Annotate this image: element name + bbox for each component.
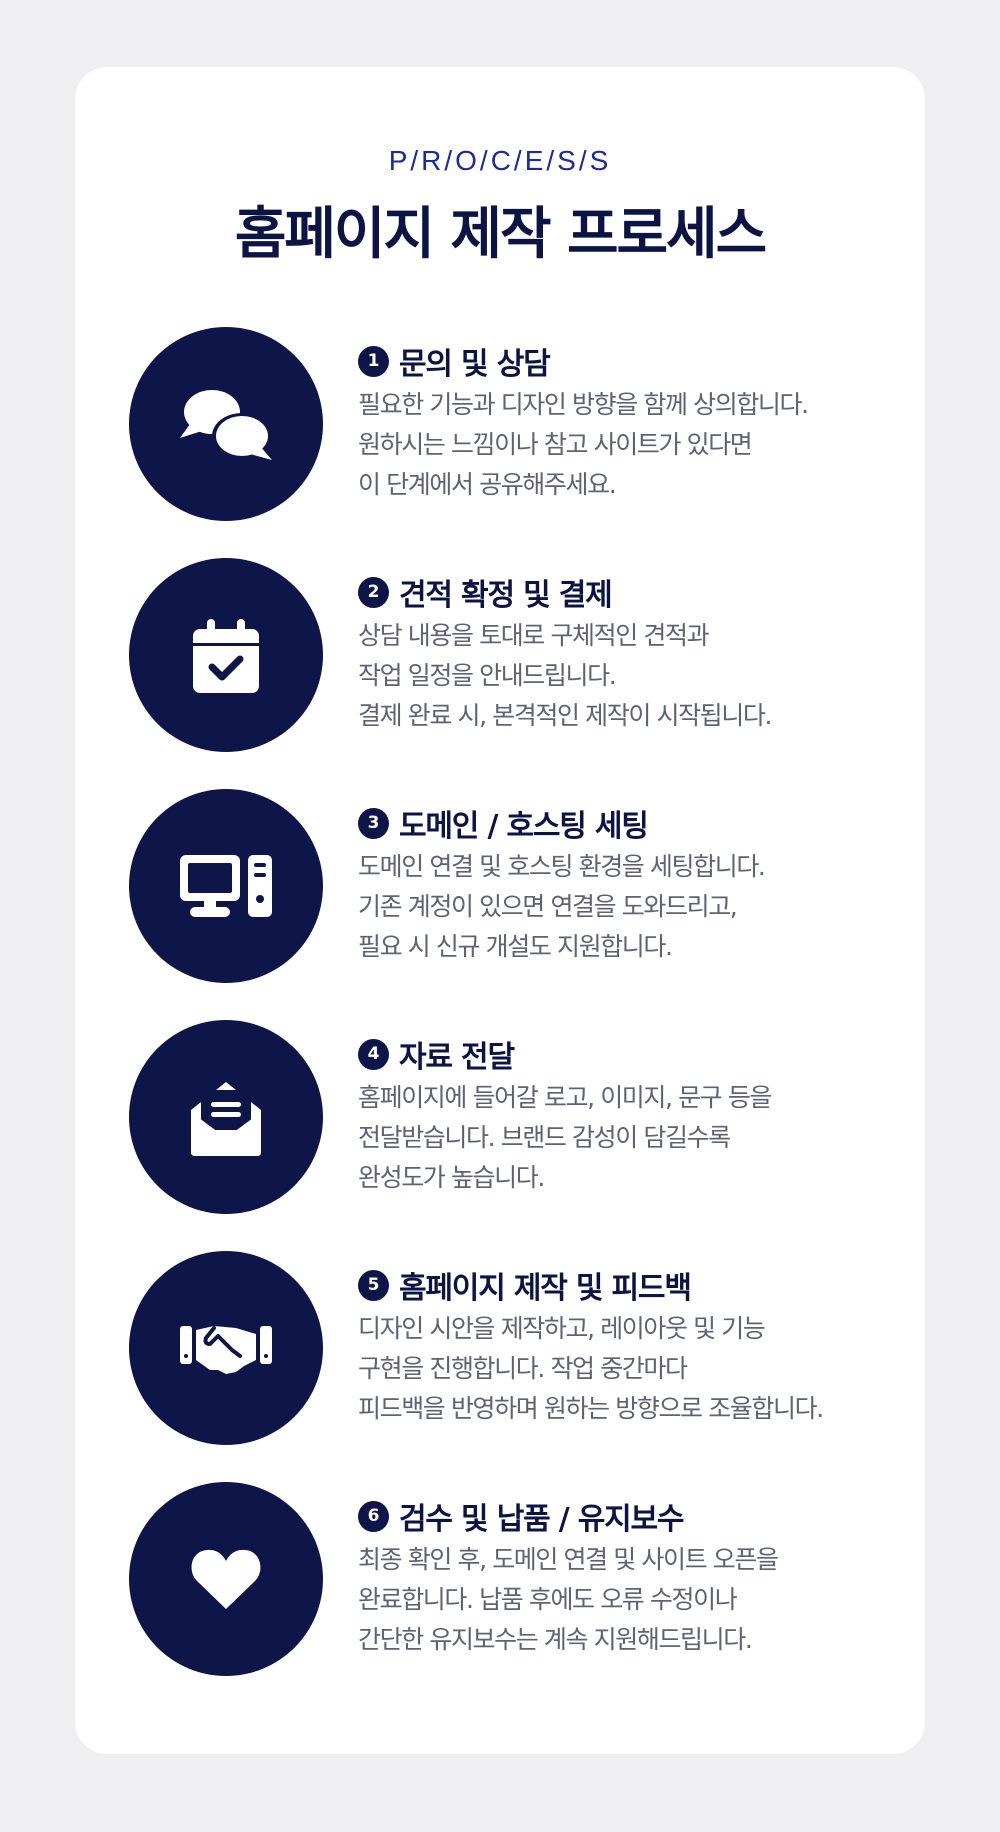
envelope-open-text-icon <box>191 1082 261 1156</box>
description-line: 작업 일정을 안내드립니다. <box>358 661 617 690</box>
description-line: 필요 시 신규 개설도 지원합니다. <box>358 932 673 961</box>
description-line: 완성도가 높습니다. <box>358 1163 545 1192</box>
calendar-check-icon <box>193 619 259 693</box>
process-step-6: 6 검수 및 납품 / 유지보수 최종 확인 후, 도메인 연결 및 사이트 오… <box>129 1482 889 1678</box>
step-description: 상담 내용을 토대로 구체적인 견적과 작업 일정을 안내드립니다. 결제 완료… <box>358 616 918 736</box>
step-number-badge: 3 <box>358 807 389 839</box>
step-text: 3 도메인 / 호스팅 세팅 도메인 연결 및 호스팅 환경을 세팅합니다. 기… <box>358 801 918 967</box>
chat-bubbles-icon <box>180 390 272 460</box>
step-description: 디자인 시안을 제작하고, 레이아웃 및 기능 구현을 진행합니다. 작업 중간… <box>358 1309 918 1429</box>
step-description: 최종 확인 후, 도메인 연결 및 사이트 오픈을 완료합니다. 납품 후에도 … <box>358 1540 918 1660</box>
step-title: 문의 및 상담 <box>399 347 551 382</box>
step-text: 1 문의 및 상담 필요한 기능과 디자인 방향을 함께 상의합니다. 원하시는… <box>358 339 918 505</box>
step-number-badge: 4 <box>358 1038 389 1070</box>
step-icon-circle <box>129 1020 323 1214</box>
description-line: 홈페이지에 들어갈 로고, 이미지, 문구 등을 <box>358 1083 772 1112</box>
step-text: 4 자료 전달 홈페이지에 들어갈 로고, 이미지, 문구 등을 전달받습니다.… <box>358 1032 918 1198</box>
step-icon-circle <box>129 327 323 521</box>
description-line: 이 단계에서 공유해주세요. <box>358 470 617 499</box>
step-description: 필요한 기능과 디자인 방향을 함께 상의합니다. 원하시는 느낌이나 참고 사… <box>358 385 918 505</box>
heart-icon <box>191 1549 261 1609</box>
step-heading: 6 검수 및 납품 / 유지보수 <box>358 1494 918 1538</box>
description-line: 기존 계정이 있으면 연결을 도와드리고, <box>358 892 738 921</box>
process-step-2: 2 견적 확정 및 결제 상담 내용을 토대로 구체적인 견적과 작업 일정을 … <box>129 558 889 754</box>
step-heading: 5 홈페이지 제작 및 피드백 <box>358 1263 918 1307</box>
step-icon-circle <box>129 558 323 752</box>
step-description: 홈페이지에 들어갈 로고, 이미지, 문구 등을 전달받습니다. 브랜드 감성이… <box>358 1078 918 1198</box>
step-title: 홈페이지 제작 및 피드백 <box>399 1271 692 1306</box>
handshake-icon <box>180 1326 272 1374</box>
process-step-5: 5 홈페이지 제작 및 피드백 디자인 시안을 제작하고, 레이아웃 및 기능 … <box>129 1251 889 1447</box>
step-text: 6 검수 및 납품 / 유지보수 최종 확인 후, 도메인 연결 및 사이트 오… <box>358 1494 918 1660</box>
eyebrow-label: P/R/O/C/E/S/S <box>388 145 612 176</box>
description-line: 피드백을 반영하며 원하는 방향으로 조율합니다. <box>358 1394 824 1423</box>
description-line: 최종 확인 후, 도메인 연결 및 사이트 오픈을 <box>358 1545 779 1574</box>
step-number-badge: 1 <box>358 345 389 377</box>
step-title: 검수 및 납품 / 유지보수 <box>399 1502 685 1537</box>
step-number-badge: 6 <box>358 1500 389 1532</box>
desktop-computer-icon <box>180 855 272 917</box>
description-line: 도메인 연결 및 호스팅 환경을 세팅합니다. <box>358 852 766 881</box>
description-line: 간단한 유지보수는 계속 지원해드립니다. <box>358 1625 753 1654</box>
step-description: 도메인 연결 및 호스팅 환경을 세팅합니다. 기존 계정이 있으면 연결을 도… <box>358 847 918 967</box>
description-line: 구현을 진행합니다. 작업 중간마다 <box>358 1354 688 1383</box>
step-number-badge: 2 <box>358 576 389 608</box>
description-line: 전달받습니다. 브랜드 감성이 담길수록 <box>358 1123 731 1152</box>
description-line: 상담 내용을 토대로 구체적인 견적과 <box>358 621 710 650</box>
description-line: 필요한 기능과 디자인 방향을 함께 상의합니다. <box>358 390 809 419</box>
step-title: 도메인 / 호스팅 세팅 <box>399 809 649 844</box>
step-heading: 1 문의 및 상담 <box>358 339 918 383</box>
page-title: 홈페이지 제작 프로세스 <box>234 202 767 267</box>
description-line: 원하시는 느낌이나 참고 사이트가 있다면 <box>358 430 753 459</box>
step-title: 견적 확정 및 결제 <box>399 578 613 613</box>
step-number-badge: 5 <box>358 1269 389 1301</box>
step-heading: 2 견적 확정 및 결제 <box>358 570 918 614</box>
process-step-3: 3 도메인 / 호스팅 세팅 도메인 연결 및 호스팅 환경을 세팅합니다. 기… <box>129 789 889 985</box>
description-line: 디자인 시안을 제작하고, 레이아웃 및 기능 <box>358 1314 766 1343</box>
step-heading: 3 도메인 / 호스팅 세팅 <box>358 801 918 845</box>
step-text: 5 홈페이지 제작 및 피드백 디자인 시안을 제작하고, 레이아웃 및 기능 … <box>358 1263 918 1429</box>
description-line: 완료합니다. 납품 후에도 오류 수정이나 <box>358 1585 738 1614</box>
step-icon-circle <box>129 1251 323 1445</box>
process-step-1: 1 문의 및 상담 필요한 기능과 디자인 방향을 함께 상의합니다. 원하시는… <box>129 327 889 523</box>
step-heading: 4 자료 전달 <box>358 1032 918 1076</box>
description-line: 결제 완료 시, 본격적인 제작이 시작됩니다. <box>358 701 772 730</box>
step-text: 2 견적 확정 및 결제 상담 내용을 토대로 구체적인 견적과 작업 일정을 … <box>358 570 918 736</box>
process-step-4: 4 자료 전달 홈페이지에 들어갈 로고, 이미지, 문구 등을 전달받습니다.… <box>129 1020 889 1216</box>
step-icon-circle <box>129 1482 323 1676</box>
process-card: P/R/O/C/E/S/S 홈페이지 제작 프로세스 1 문의 및 상담 필요한… <box>75 67 925 1754</box>
step-title: 자료 전달 <box>399 1040 515 1075</box>
step-icon-circle <box>129 789 323 983</box>
